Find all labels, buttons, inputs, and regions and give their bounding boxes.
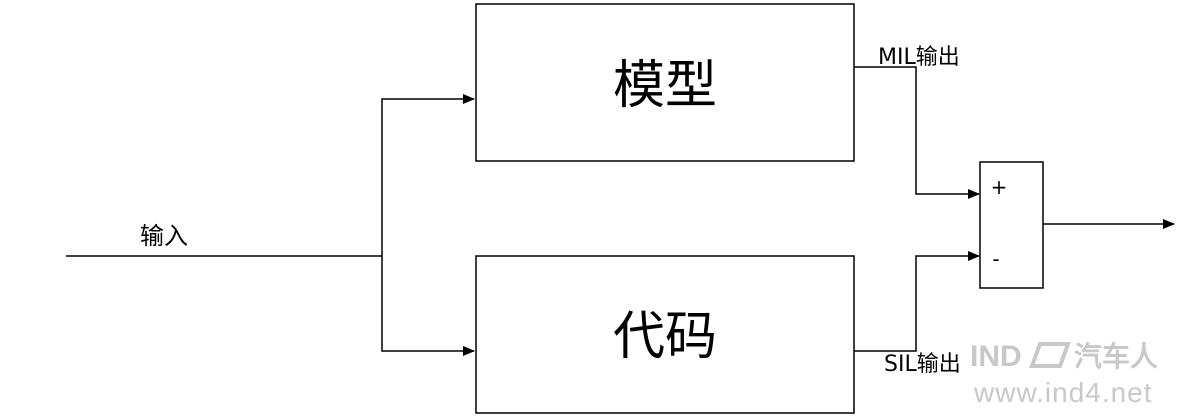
split-to-code-arrow bbox=[381, 256, 475, 356]
model-block bbox=[475, 3, 855, 162]
model-block-label: 模型 bbox=[613, 56, 717, 116]
watermark-logo-mark bbox=[1029, 342, 1071, 368]
code-block-label: 代码 bbox=[613, 307, 717, 367]
watermark-logo-glyphs: IND bbox=[970, 340, 1022, 373]
watermark-url: www.ind4.net bbox=[973, 377, 1153, 408]
watermark-brand-text: 汽车人 bbox=[1074, 340, 1158, 372]
comparator-block bbox=[979, 161, 1044, 289]
sil-output-arrow bbox=[854, 251, 980, 352]
sil-output-label: SIL输出 bbox=[884, 352, 961, 377]
watermark-logo: IND 汽车人 www.ind4.net bbox=[970, 340, 1158, 408]
comparator-plus-sign: + bbox=[991, 175, 1008, 199]
input-label: 输入 bbox=[140, 222, 188, 250]
comparator-minus-sign: - bbox=[992, 247, 999, 271]
split-to-model-arrow bbox=[381, 94, 475, 256]
code-block bbox=[475, 255, 855, 414]
mil-output-arrow bbox=[854, 66, 980, 199]
mil-output-label: MIL输出 bbox=[878, 45, 960, 70]
